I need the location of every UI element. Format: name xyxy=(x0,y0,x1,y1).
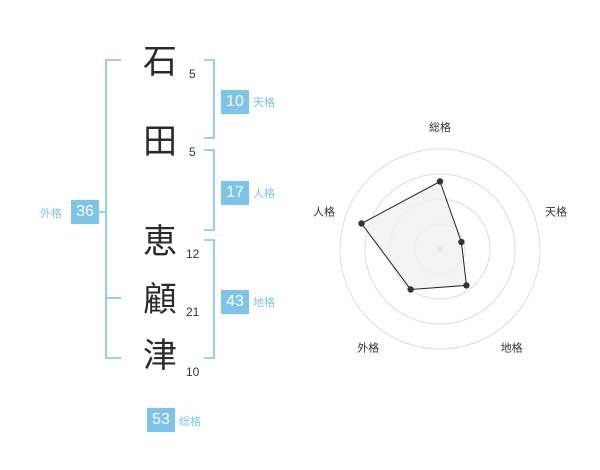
radar-ring xyxy=(339,148,541,350)
radar-ring xyxy=(364,173,516,325)
name-char-3: 恵 xyxy=(143,222,177,262)
stroke-count-4: 21 xyxy=(186,305,200,319)
radar-axis-label-5: 人格 xyxy=(313,204,335,218)
radar-point-1 xyxy=(436,178,444,185)
radar-point-5 xyxy=(358,220,365,227)
radar-axis-label-1: 総格 xyxy=(429,120,451,134)
jinkaku-value: 17 xyxy=(221,181,249,205)
radar-polygon xyxy=(360,180,468,290)
tenkaku-bracket xyxy=(204,59,215,139)
radar-axis-label-2: 天格 xyxy=(545,204,567,218)
jinkaku-label: 人格 xyxy=(253,187,275,200)
gaikaku-bracket xyxy=(105,59,121,359)
soukaku-label: 総格 xyxy=(179,415,201,428)
name-char-4: 顧 xyxy=(143,280,177,320)
stroke-count-3: 12 xyxy=(186,247,200,261)
radar-point-4 xyxy=(407,286,414,293)
gaikaku-label: 外格 xyxy=(40,207,62,220)
stroke-count-2: 5 xyxy=(189,145,196,159)
gaikaku-value: 36 xyxy=(71,200,99,224)
tenkaku-value: 10 xyxy=(221,90,249,114)
jinkaku-bracket xyxy=(204,149,215,231)
name-char-2: 田 xyxy=(143,122,177,162)
stroke-count-1: 5 xyxy=(189,67,196,81)
radar-axis-label-4: 外格 xyxy=(357,341,379,355)
radar-axis-label-3: 地格 xyxy=(501,341,523,355)
name-char-1: 石 xyxy=(143,42,177,82)
radar-point-3 xyxy=(463,282,470,289)
radar-point-2 xyxy=(458,238,465,246)
name-char-5: 津 xyxy=(143,336,177,376)
chikaku-bracket xyxy=(204,239,215,359)
chikaku-value: 43 xyxy=(221,290,249,314)
soukaku-value: 53 xyxy=(147,408,175,432)
tenkaku-label: 天格 xyxy=(253,96,275,109)
stroke-count-5: 10 xyxy=(186,365,200,379)
chikaku-label: 地格 xyxy=(253,296,275,309)
